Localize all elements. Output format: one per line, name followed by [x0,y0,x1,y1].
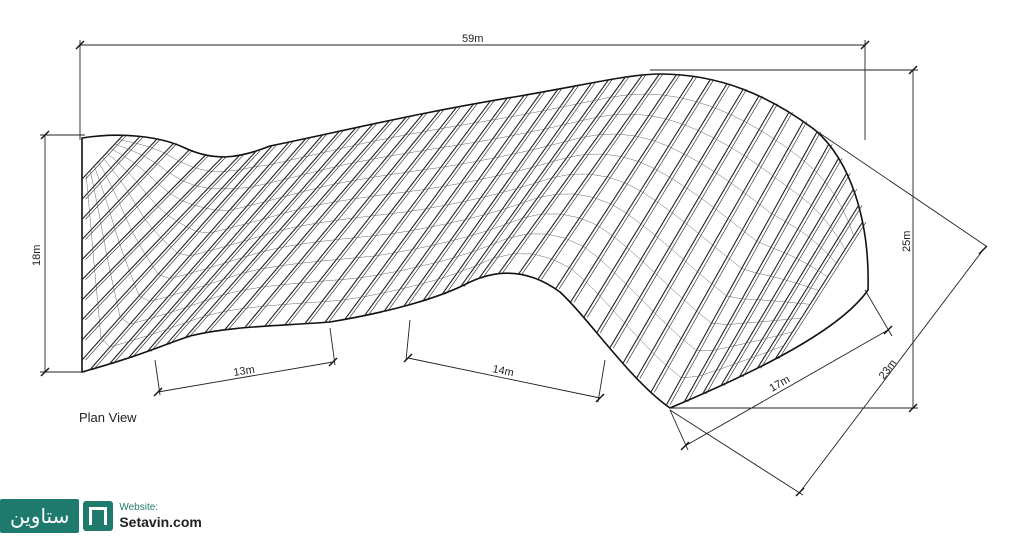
mesh-rib [626,103,778,364]
mesh-rib [85,135,127,180]
mesh-longitudinal [102,157,819,291]
dim-top-width: 59m [462,33,483,45]
mesh-rib [188,123,377,338]
dim-right-height: 25m [901,231,913,252]
mesh-longitudinal [114,113,846,250]
mesh-rib [112,138,310,365]
mesh-rib [247,113,427,328]
logo-persian-text: ستاوین [0,499,80,533]
mesh-rib [85,136,144,200]
mesh-rib [227,116,411,330]
mesh-rib [150,131,344,352]
mesh-longitudinal [85,174,784,379]
mesh-rib [760,205,863,369]
mesh-rib [742,188,858,378]
dim-right-diag-long: 23m [877,357,899,381]
website-url: Setavin.com [119,514,202,530]
mesh-rib [445,82,596,295]
dimension-ticks [40,40,988,497]
mesh-rib [463,79,613,287]
mesh-rib [131,134,327,359]
mesh-lines [81,73,867,406]
mesh-rib [367,95,528,316]
mesh-rib [85,145,277,361]
mesh-rib [612,95,763,349]
dim-bottom-left: 13m [233,364,256,379]
mesh-rib [724,173,851,386]
plan-view-caption: Plan View [79,410,137,425]
mesh-rib [308,103,478,324]
mesh-rib [81,134,124,180]
mesh-rib [558,76,698,290]
logo-mark-icon [83,501,114,531]
mesh-rib [288,106,461,326]
mesh-longitudinal [94,165,802,325]
mesh-longitudinal [110,133,837,264]
mesh-rib [586,83,731,318]
mesh-rib [639,112,793,379]
mesh-rib [169,127,360,345]
mesh-rib [328,100,495,323]
canopy-outline [81,73,869,409]
mesh-rib [85,138,161,220]
mesh-longitudinal [106,152,828,278]
mesh-rib [654,121,808,393]
mesh-rib [521,73,664,275]
logo-website: Website: Setavin.com [119,502,202,530]
mesh-rib [85,150,260,341]
setavin-logo: ستاوین Website: Setavin.com [0,498,202,534]
mesh-rib [85,156,227,301]
mesh-rib [541,74,681,280]
mesh-rib [267,110,444,327]
mesh-longitudinal [98,161,811,305]
mesh-rib [573,79,715,303]
dimension-lines [40,40,987,496]
mesh-rib [85,149,194,260]
mesh-rib [387,92,545,312]
mesh-rib [85,154,210,280]
mesh-rib [482,76,630,279]
mesh-rib [348,97,512,320]
mesh-rib [85,143,178,240]
mesh-rib [687,144,833,403]
mesh-rib [93,141,293,370]
mesh-rib [85,155,244,321]
dim-left-height: 18m [31,245,43,266]
dim-bottom-middle: 14m [491,363,514,379]
mesh-longitudinal [89,170,793,351]
mesh-rib [705,158,843,395]
website-label: Website: [119,502,159,513]
mesh-rib [778,221,867,360]
mesh-rib [600,89,747,333]
mesh-rib [208,120,394,334]
mesh-rib [406,89,562,307]
mesh-rib [669,131,821,406]
mesh-longitudinal [118,93,855,236]
mesh-rib [426,85,579,301]
